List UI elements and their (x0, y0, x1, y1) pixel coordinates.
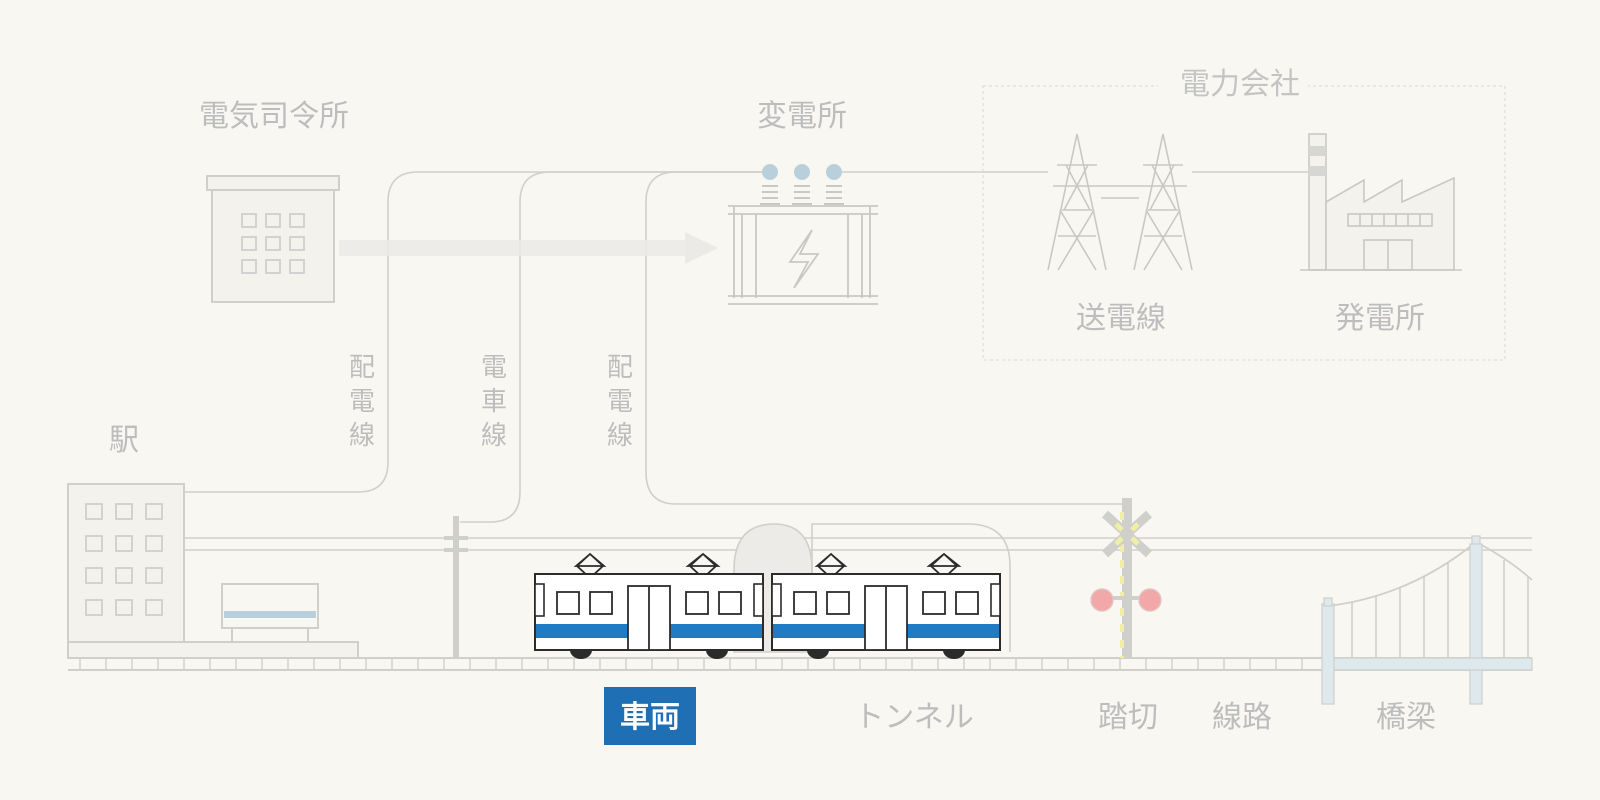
transmission-line-label: 送電線 (1076, 301, 1166, 336)
svg-text:配: 配 (349, 353, 375, 383)
nav-track-label: 線路 (1212, 700, 1272, 735)
wiring (185, 171, 1532, 551)
nav-track[interactable]: 線路 (1212, 700, 1272, 735)
railroad-crossing-icon[interactable] (1090, 498, 1162, 658)
substation-label: 変電所 (757, 99, 847, 134)
utility-pole-icon (444, 516, 468, 658)
substation-group[interactable]: 変電所 (728, 99, 878, 305)
factory-icon (1300, 133, 1462, 271)
suspension-bridge-icon[interactable] (1321, 535, 1533, 705)
nav-crossing-label: 踏切 (1098, 700, 1158, 735)
svg-text:電: 電 (481, 353, 507, 383)
nav-tunnel-label: トンネル (854, 700, 973, 735)
track (68, 657, 1532, 671)
trolley-wire-label[interactable]: 電 車 線 (481, 353, 507, 451)
station-building-icon (67, 483, 359, 659)
distribution-line-1 (185, 171, 770, 493)
svg-text:線: 線 (481, 421, 507, 451)
trolley-feed-line (460, 171, 770, 523)
nav-bridge-label: 橋梁 (1376, 700, 1436, 735)
pylon-icon (1047, 133, 1193, 271)
station-group[interactable]: 駅 (67, 423, 359, 659)
svg-text:電: 電 (349, 387, 375, 417)
nav-vehicle-label: 車両 (620, 700, 680, 735)
power-company-group[interactable]: 電力会社 送電線 発電所 (982, 62, 1506, 361)
control-center-label: 電気司令所 (199, 99, 349, 134)
svg-text:線: 線 (349, 421, 375, 451)
arrow-right-icon (339, 232, 718, 264)
svg-text:電: 電 (607, 387, 633, 417)
station-label: 駅 (109, 423, 139, 458)
nav-tunnel[interactable]: トンネル (854, 700, 973, 735)
distribution-line-2 (645, 171, 1128, 505)
power-plant-label: 発電所 (1335, 301, 1425, 336)
transformer-icon (728, 164, 878, 305)
nav-crossing[interactable]: 踏切 (1098, 700, 1158, 735)
distribution-line-1-label[interactable]: 配 電 線 (349, 353, 375, 451)
svg-text:車: 車 (481, 387, 507, 417)
nav-bridge[interactable]: 橋梁 (1376, 700, 1436, 735)
nav-vehicle[interactable]: 車両 (604, 687, 696, 745)
train-car-2 (771, 552, 1001, 659)
train-icon[interactable] (534, 552, 1001, 659)
svg-text:線: 線 (607, 421, 633, 451)
train-car-1 (534, 552, 764, 659)
power-company-label: 電力会社 (1180, 67, 1300, 102)
control-center-group[interactable]: 電気司令所 (199, 99, 718, 303)
distribution-line-2-label[interactable]: 配 電 線 (607, 353, 633, 451)
svg-text:配: 配 (607, 353, 633, 383)
building-icon (206, 175, 340, 303)
